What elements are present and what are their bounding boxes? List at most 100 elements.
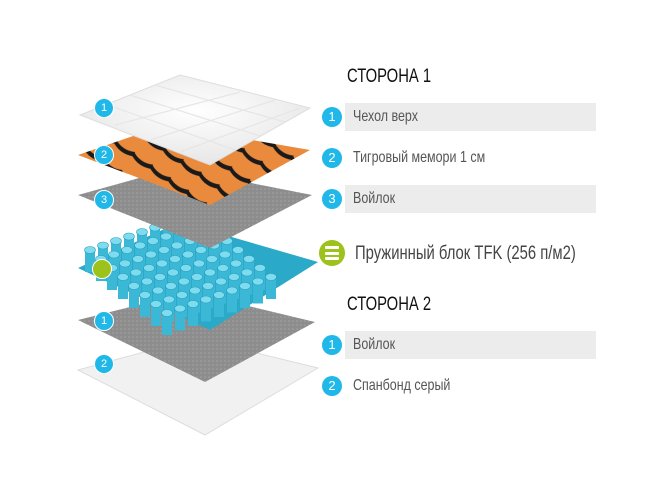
spring-coil-top bbox=[254, 264, 266, 272]
spring-coil-top bbox=[156, 259, 168, 268]
number-badge: 1 bbox=[322, 107, 342, 127]
list-item: 2 Тигровый мемори 1 см bbox=[322, 144, 596, 172]
spring-coil bbox=[118, 277, 128, 299]
spring-coil-top bbox=[165, 282, 177, 290]
spring-coil-top bbox=[163, 295, 175, 304]
layer-badge-3: 3 bbox=[94, 190, 114, 210]
item-label: Чехол верх bbox=[353, 108, 418, 125]
spring-coil bbox=[151, 304, 161, 326]
spring-coil-top bbox=[161, 309, 173, 317]
list-item: 2 Спанбонд серый bbox=[322, 372, 596, 400]
spring-coil bbox=[107, 268, 117, 290]
list-item: 3 Войлок bbox=[322, 185, 596, 213]
side1-title: СТОРОНА 1 bbox=[347, 66, 432, 87]
spring-coil bbox=[140, 295, 150, 317]
spring-coil-top bbox=[176, 291, 188, 299]
item-label: Войлок bbox=[353, 336, 396, 353]
spring-coil bbox=[227, 290, 237, 313]
spring-coil-top bbox=[167, 268, 179, 277]
spring-coil-top bbox=[204, 268, 216, 277]
item-label: Спанбонд серый bbox=[353, 377, 451, 394]
spring-coil bbox=[214, 295, 224, 317]
spring-coil-top bbox=[215, 277, 227, 286]
spring-coil-top bbox=[108, 250, 120, 259]
spring-coil-top bbox=[265, 273, 277, 281]
side2-title: СТОРОНА 2 bbox=[347, 294, 432, 315]
spring-block-label: Пружинный блок TFK (256 п/м2) bbox=[355, 243, 576, 264]
spring-coil-top bbox=[230, 259, 242, 268]
spring-coil-top bbox=[189, 286, 201, 295]
spring-coil-top bbox=[143, 264, 155, 272]
spring-coil-top bbox=[239, 282, 251, 290]
spring-coil-top bbox=[178, 277, 190, 286]
spring-coil bbox=[253, 281, 263, 304]
spring-coil-top bbox=[171, 241, 183, 250]
spring-coil-top bbox=[228, 273, 240, 281]
number-badge: 2 bbox=[322, 376, 342, 396]
layer-badge-1: 1 bbox=[94, 98, 114, 118]
spring-coil-top bbox=[219, 250, 231, 259]
layer-badge-bottom-2: 2 bbox=[94, 354, 114, 374]
spring-coil-top bbox=[200, 295, 212, 304]
spring-coil-top bbox=[128, 282, 140, 290]
layer-badge-2: 2 bbox=[94, 145, 114, 165]
spring-coil-top bbox=[232, 246, 244, 254]
spring-coil-top bbox=[154, 273, 166, 281]
spring-block-icon bbox=[92, 259, 112, 279]
spring-coil bbox=[85, 250, 95, 272]
spring-coil-top bbox=[193, 259, 205, 268]
spring-coil-top bbox=[119, 259, 131, 268]
spring-coil bbox=[266, 277, 276, 299]
spring-coil-top bbox=[217, 264, 229, 272]
spring-coil-top bbox=[195, 246, 207, 254]
spring-coil-top bbox=[241, 268, 253, 277]
spring-coil-top bbox=[202, 282, 214, 290]
spring-block-icon bbox=[319, 240, 345, 266]
spring-coil-top bbox=[136, 228, 148, 236]
layer-badge-bottom-1: 1 bbox=[94, 311, 114, 331]
spring-coil-top bbox=[134, 241, 146, 250]
spring-coil-top bbox=[147, 237, 159, 245]
spring-coil bbox=[240, 286, 250, 308]
mattress-layers-illustration bbox=[76, 74, 320, 436]
spring-coil-top bbox=[97, 241, 109, 250]
spring-coil-top bbox=[145, 250, 157, 259]
spring-coil-top bbox=[110, 237, 122, 245]
spring-coil-top bbox=[141, 277, 153, 286]
spring-coil bbox=[188, 304, 198, 326]
spring-coil-top bbox=[152, 286, 164, 295]
spring-coil-top bbox=[130, 268, 142, 277]
spring-coil-top bbox=[158, 246, 170, 254]
layer-tiger-memory bbox=[78, 125, 310, 205]
spring-coil-top bbox=[150, 300, 162, 308]
spring-coil bbox=[201, 299, 211, 322]
spring-coil-top bbox=[174, 304, 186, 313]
spring-coil-top bbox=[180, 264, 192, 272]
item-label: Войлок bbox=[353, 190, 396, 207]
spring-coil-top bbox=[84, 246, 96, 254]
number-badge: 1 bbox=[322, 335, 342, 355]
spring-coil-top bbox=[123, 232, 135, 241]
item-label: Тигровый мемори 1 см bbox=[353, 149, 486, 166]
spring-coil-top bbox=[252, 277, 264, 286]
spring-coil-top bbox=[160, 232, 172, 241]
layer-felt-bottom bbox=[78, 292, 315, 382]
spring-coil bbox=[175, 308, 185, 331]
number-badge: 2 bbox=[322, 148, 342, 168]
list-item: 1 Чехол верх bbox=[322, 103, 596, 131]
spring-coil-top bbox=[139, 291, 151, 299]
spring-coil-top bbox=[117, 273, 129, 281]
spring-coil-top bbox=[243, 255, 255, 263]
spring-coil-top bbox=[226, 286, 238, 295]
spring-coil-top bbox=[182, 250, 194, 259]
layer-felt-top bbox=[78, 168, 312, 248]
spring-coil-top bbox=[206, 255, 218, 263]
list-item: 1 Войлок bbox=[322, 331, 596, 359]
spring-coil bbox=[162, 313, 172, 335]
spring-coil-top bbox=[213, 291, 225, 299]
spring-coil-top bbox=[121, 246, 133, 254]
spring-coil-top bbox=[169, 255, 181, 263]
spring-coil-top bbox=[187, 300, 199, 308]
spring-coil-top bbox=[132, 255, 144, 263]
layer-spring-block bbox=[78, 210, 318, 335]
